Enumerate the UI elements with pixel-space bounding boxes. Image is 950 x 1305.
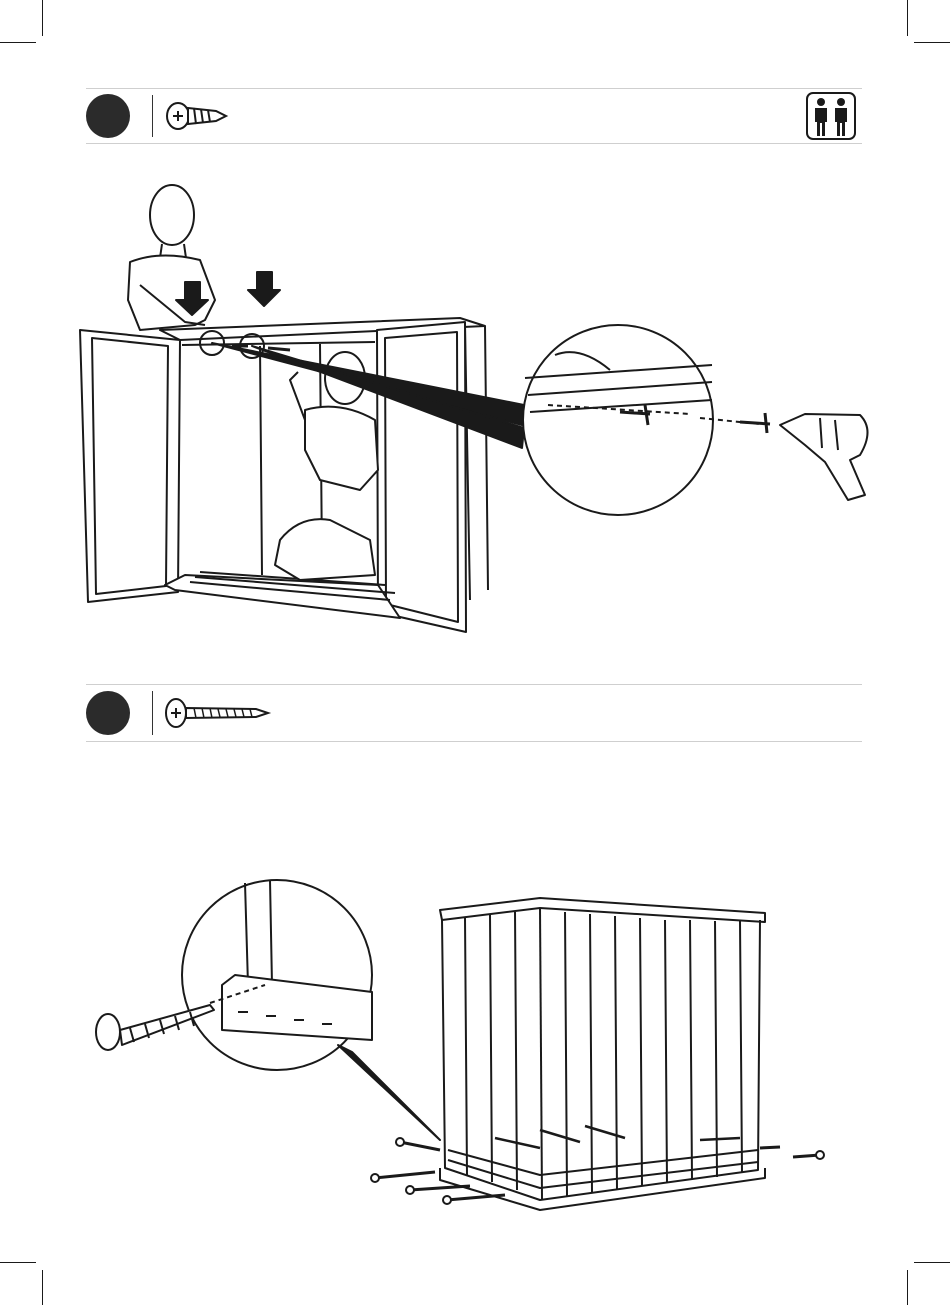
crop-mark [42, 0, 43, 36]
magnifier-circle [523, 325, 713, 515]
crop-mark [0, 1262, 36, 1263]
crop-mark [914, 42, 950, 43]
crop-mark [42, 1270, 43, 1305]
step-2-header [86, 684, 862, 742]
crop-mark [907, 1270, 908, 1305]
standing-person [128, 185, 215, 330]
step-2-separator [152, 691, 153, 735]
down-arrow [248, 272, 280, 306]
step-1-illustration [0, 150, 950, 670]
crop-mark [914, 1262, 950, 1263]
step-2-badge [86, 691, 130, 735]
step-1-separator [152, 95, 153, 137]
crop-mark [0, 42, 36, 43]
two-person-icon [806, 92, 856, 140]
step-1-header [86, 88, 862, 144]
shed-roof [440, 898, 765, 922]
short-screw-icon [166, 99, 226, 133]
crop-mark [907, 0, 908, 36]
step-1-badge [86, 94, 130, 138]
shed-floor [165, 575, 400, 618]
magnifier-circle [182, 880, 372, 1070]
right-door [377, 322, 466, 632]
long-screw-icon [164, 697, 270, 729]
floor-screw [96, 1014, 120, 1050]
step-2-illustration [0, 860, 950, 1220]
drill-icon [780, 414, 868, 500]
